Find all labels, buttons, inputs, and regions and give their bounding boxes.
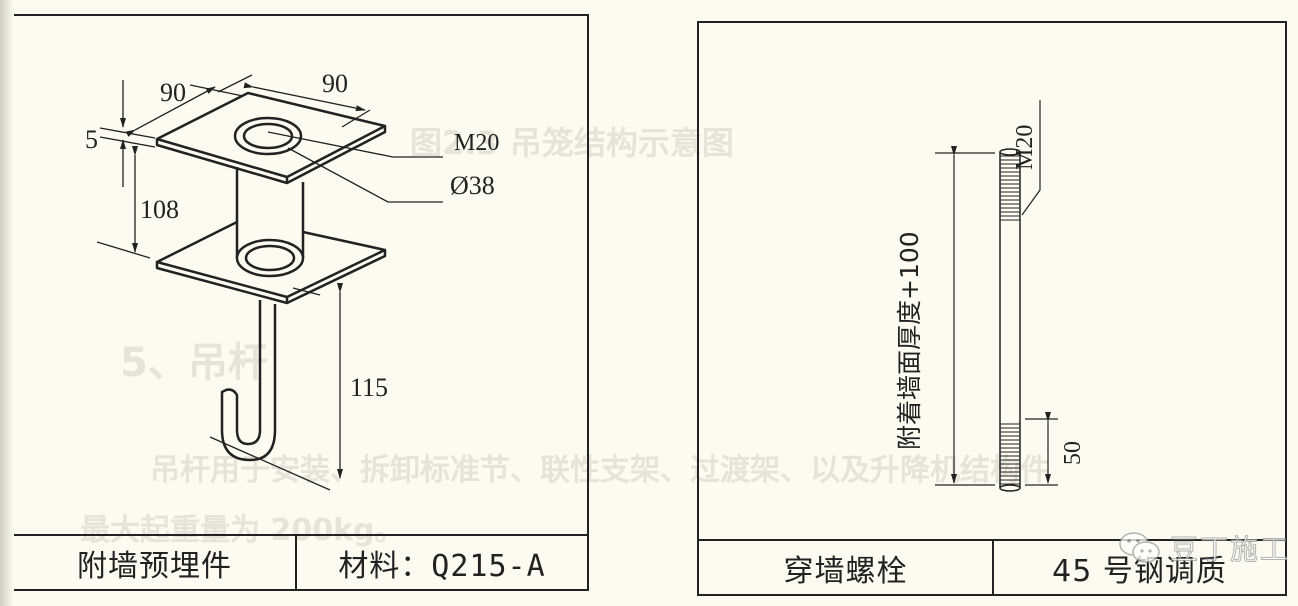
embedded-part-dimensions <box>96 74 443 491</box>
embedded-part-title-block: 附墙预埋件 材料：Q215-A <box>14 534 587 589</box>
dim-plate-thickness: 5 <box>85 125 98 154</box>
dim-bolt-thread-spec: M20 <box>1012 125 1038 170</box>
dim-plate-width-left: 90 <box>160 78 186 107</box>
dim-plate-width-right: 90 <box>322 69 348 98</box>
dim-thread-spec: M20 <box>454 130 499 156</box>
scan-edge-shadow <box>0 0 14 606</box>
dim-thread-length: 50 <box>1060 441 1086 465</box>
thread-bottom <box>1000 423 1020 485</box>
part-material: 材料：Q215-A <box>338 548 546 584</box>
through-bolt-dimensions <box>935 100 1058 486</box>
through-bolt-panel: 穿墙螺栓 45 号钢调质 <box>697 21 1287 596</box>
dim-bolt-length: 附着墙面厚度+100 <box>895 231 924 450</box>
thread-top <box>1000 155 1020 221</box>
watermark-text: 豆丁施工 <box>1169 533 1291 567</box>
wechat-icon <box>1119 532 1160 563</box>
watermark: 豆丁施工 <box>1118 528 1290 568</box>
dim-plate-spacing: 108 <box>140 195 179 224</box>
through-bolt-drawing <box>999 148 1021 492</box>
bolt-name: 穿墙螺栓 <box>699 541 994 594</box>
part-name: 附墙预埋件 <box>14 536 297 589</box>
through-bolt-title-block: 穿墙螺栓 45 号钢调质 <box>699 539 1285 594</box>
dim-hook-length: 115 <box>350 373 388 402</box>
dim-pipe-diameter: Ø38 <box>450 171 495 200</box>
embedded-part-panel: 附墙预埋件 材料：Q215-A <box>14 14 589 591</box>
